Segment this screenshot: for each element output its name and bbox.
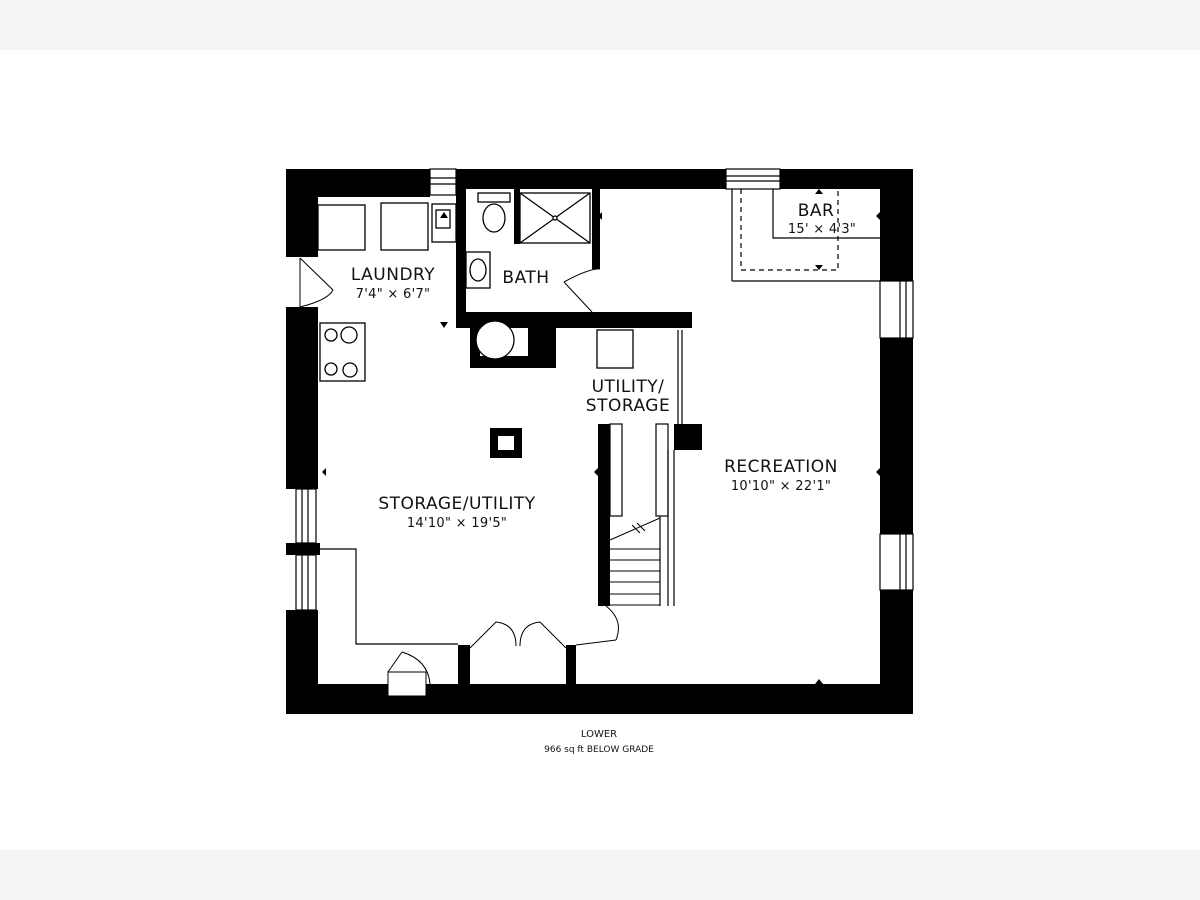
wall-right-2 [880,338,913,534]
wall-stair-left [598,424,610,606]
window-right-1 [879,280,914,339]
wall-left-3 [286,543,320,555]
window-left-1 [295,488,317,544]
wall-bottom [286,684,913,714]
stairs [609,517,661,606]
window-top-bar [725,168,781,190]
window-top-laundry [429,168,457,196]
footer-level: LOWER [581,729,617,740]
windows [295,168,914,611]
appliance-washer [317,204,366,251]
window-left-2 [295,554,317,611]
fixtures [317,192,634,382]
outer-walls [286,169,913,714]
wall-left-1 [286,169,318,257]
wall-stub-1 [458,645,470,685]
wall-shower-left [514,189,520,244]
footer-area-size: 966 sq ft [544,745,587,755]
wall-left-2 [286,307,318,489]
wall-bath-right [592,189,600,269]
room-label-bar: BAR [798,201,835,221]
room-label-laundry: LAUNDRY [351,265,435,285]
interior-walls [456,189,702,685]
appliance-dryer [380,202,429,251]
wall-top-right [780,169,913,189]
toilet-tank [477,192,511,203]
room-label-bath: BATH [502,268,549,288]
dimension-markers [322,189,880,684]
room-dims-bar: 15' × 4'3" [788,222,856,237]
room-label-utility-line1: UTILITY/ [592,377,665,397]
room-dims-laundry: 7'4" × 6'7" [356,287,431,302]
footer-area-grade: BELOW GRADE [587,745,654,755]
wall-bath-bottom [456,312,692,328]
room-label-recreation: RECREATION [724,457,838,477]
wall-closet-right [528,312,556,368]
window-right-2 [879,533,914,591]
furnace [596,329,634,369]
wall-top-middle [456,169,726,189]
room-label-storage: STORAGE/UTILITY [378,494,535,514]
wall-right-1 [880,169,913,281]
room-dims-storage: 14'10" × 19'5" [407,516,507,531]
room-dims-recreation: 10'10" × 22'1" [731,479,831,494]
footer-area: 966 sq ft BELOW GRADE [544,745,654,755]
wall-stub-2 [566,645,576,685]
water-heater [475,320,515,360]
room-label-utility-line2: STORAGE [586,396,670,416]
wall-bath-left [456,189,466,319]
wall-stair-post [674,424,702,450]
wall-closet-left [470,312,480,368]
thin-partitions [320,189,880,645]
doors [299,257,619,697]
toilet-bowl [482,203,506,233]
